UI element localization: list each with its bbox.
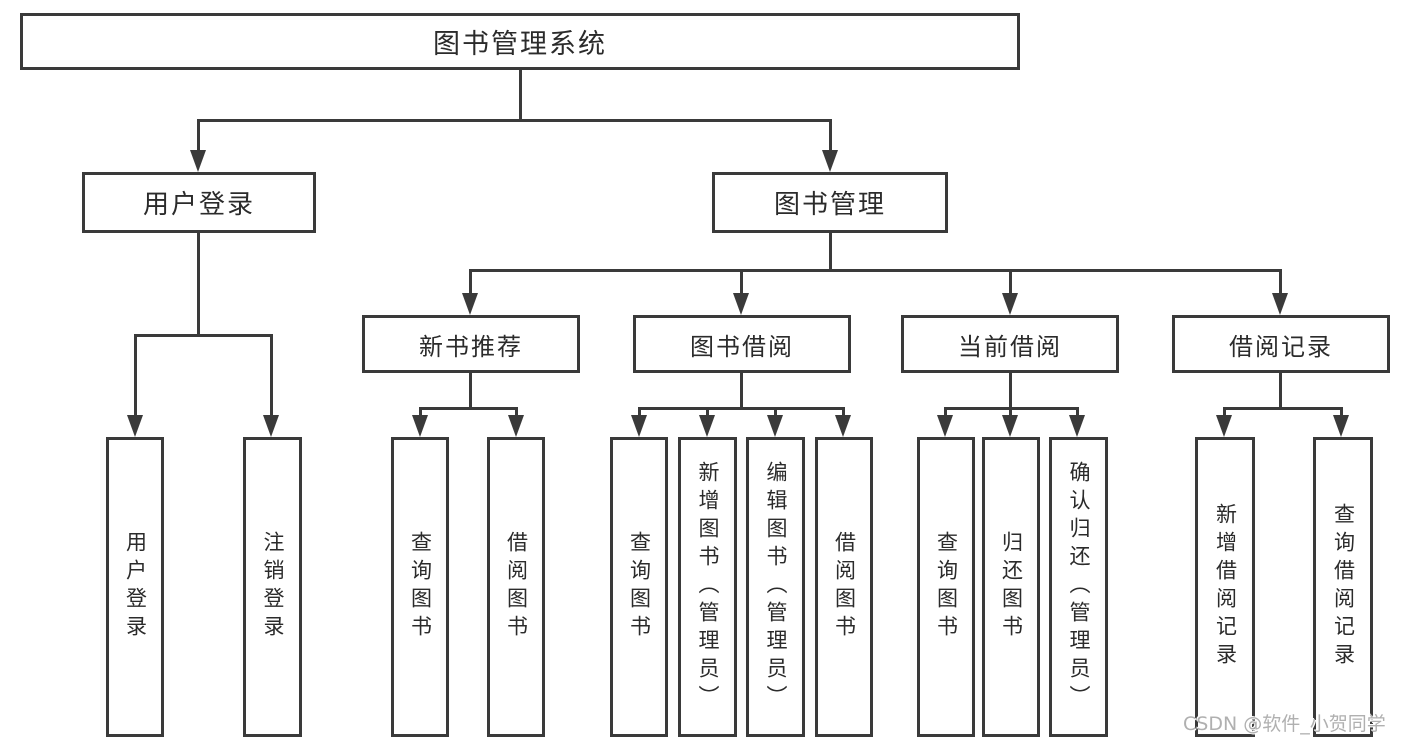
arrow-down-icon	[1272, 293, 1288, 315]
leaf-query-books-current: 查询图书	[917, 437, 975, 737]
leaf-label: 编辑图书（管理员）	[764, 461, 789, 713]
connector-line	[1279, 373, 1282, 410]
arrow-down-icon	[699, 415, 715, 437]
connector-line	[638, 407, 641, 418]
arrow-down-icon	[1002, 415, 1018, 437]
connector-line	[197, 119, 832, 122]
leaf-edit-books-admin: 编辑图书（管理员）	[746, 437, 805, 737]
node-label: 图书借阅	[690, 332, 794, 361]
node-label: 用户登录	[142, 190, 255, 220]
arrow-down-icon	[127, 415, 143, 437]
node-borrowing-records: 借阅记录	[1172, 315, 1390, 373]
arrow-down-icon	[1002, 293, 1018, 315]
leaf-label: 归还图书	[999, 531, 1024, 643]
node-library-management-system: 图书管理系统	[20, 13, 1020, 70]
leaf-return-books: 归还图书	[982, 437, 1040, 737]
connector-line	[1340, 407, 1343, 418]
arrow-down-icon	[631, 415, 647, 437]
leaf-user-login: 用户登录	[106, 437, 164, 737]
connector-line	[1223, 407, 1226, 418]
connector-line	[774, 407, 777, 418]
arrow-down-icon	[733, 293, 749, 315]
leaf-add-books-admin: 新增图书（管理员）	[678, 437, 737, 737]
connector-line	[1076, 407, 1079, 418]
node-label: 新书推荐	[419, 332, 523, 361]
leaf-logout: 注销登录	[243, 437, 302, 737]
connector-line	[740, 373, 743, 410]
connector-line	[1279, 269, 1282, 296]
arrow-down-icon	[190, 150, 206, 172]
leaf-label: 注销登录	[261, 531, 286, 643]
leaf-label: 新增借阅记录	[1213, 503, 1238, 671]
leaf-query-books-borrowing: 查询图书	[610, 437, 668, 737]
node-current-borrowing: 当前借阅	[901, 315, 1119, 373]
leaf-label: 查询图书	[627, 531, 652, 643]
connector-line	[1009, 373, 1012, 410]
node-book-borrowing: 图书借阅	[633, 315, 851, 373]
connector-line	[270, 334, 273, 418]
connector-line	[519, 70, 522, 121]
csdn-watermark: CSDN @软件_小贺同学	[1183, 713, 1386, 735]
node-user-login: 用户登录	[82, 172, 316, 233]
arrow-down-icon	[1333, 415, 1349, 437]
node-label: 当前借阅	[958, 332, 1062, 361]
connector-line	[706, 407, 709, 418]
arrow-down-icon	[1216, 415, 1232, 437]
connector-line	[944, 407, 947, 418]
leaf-label: 查询图书	[934, 531, 959, 643]
leaf-label: 用户登录	[123, 531, 148, 643]
leaf-confirm-return-admin: 确认归还（管理员）	[1049, 437, 1108, 737]
arrow-down-icon	[835, 415, 851, 437]
arrow-down-icon	[822, 150, 838, 172]
leaf-add-borrow-record: 新增借阅记录	[1195, 437, 1255, 737]
connector-line	[842, 407, 845, 418]
arrow-down-icon	[937, 415, 953, 437]
connector-line	[469, 269, 472, 296]
connector-line	[515, 407, 518, 418]
leaf-borrow-books-borrowing: 借阅图书	[815, 437, 873, 737]
node-label: 图书管理系统	[433, 29, 607, 60]
connector-line	[829, 233, 832, 272]
connector-line	[1009, 269, 1012, 296]
leaf-label: 查询借阅记录	[1331, 503, 1356, 671]
connector-line	[469, 373, 472, 410]
connector-line	[134, 334, 137, 418]
leaf-label: 借阅图书	[504, 531, 529, 643]
arrow-down-icon	[462, 293, 478, 315]
leaf-query-borrow-record: 查询借阅记录	[1313, 437, 1373, 737]
connector-line	[197, 233, 200, 337]
connector-line	[740, 269, 743, 296]
leaf-label: 新增图书（管理员）	[696, 461, 721, 713]
connector-line	[829, 119, 832, 154]
node-new-book-recommendation: 新书推荐	[362, 315, 580, 373]
leaf-query-books-recommend: 查询图书	[391, 437, 449, 737]
arrow-down-icon	[767, 415, 783, 437]
leaf-label: 查询图书	[408, 531, 433, 643]
connector-line	[419, 407, 422, 418]
leaf-label: 借阅图书	[832, 531, 857, 643]
connector-line	[1009, 407, 1012, 418]
node-label: 图书管理	[773, 190, 886, 220]
arrow-down-icon	[1069, 415, 1085, 437]
leaf-label: 确认归还（管理员）	[1067, 461, 1092, 713]
arrow-down-icon	[508, 415, 524, 437]
connector-line	[134, 334, 273, 337]
connector-line	[419, 407, 518, 410]
arrow-down-icon	[412, 415, 428, 437]
leaf-borrow-books-recommend: 借阅图书	[487, 437, 545, 737]
node-label: 借阅记录	[1229, 332, 1333, 361]
node-book-management: 图书管理	[712, 172, 948, 233]
connector-line	[197, 119, 200, 154]
connector-line	[469, 269, 1282, 272]
connector-line	[1223, 407, 1343, 410]
arrow-down-icon	[263, 415, 279, 437]
connector-line	[638, 407, 845, 410]
